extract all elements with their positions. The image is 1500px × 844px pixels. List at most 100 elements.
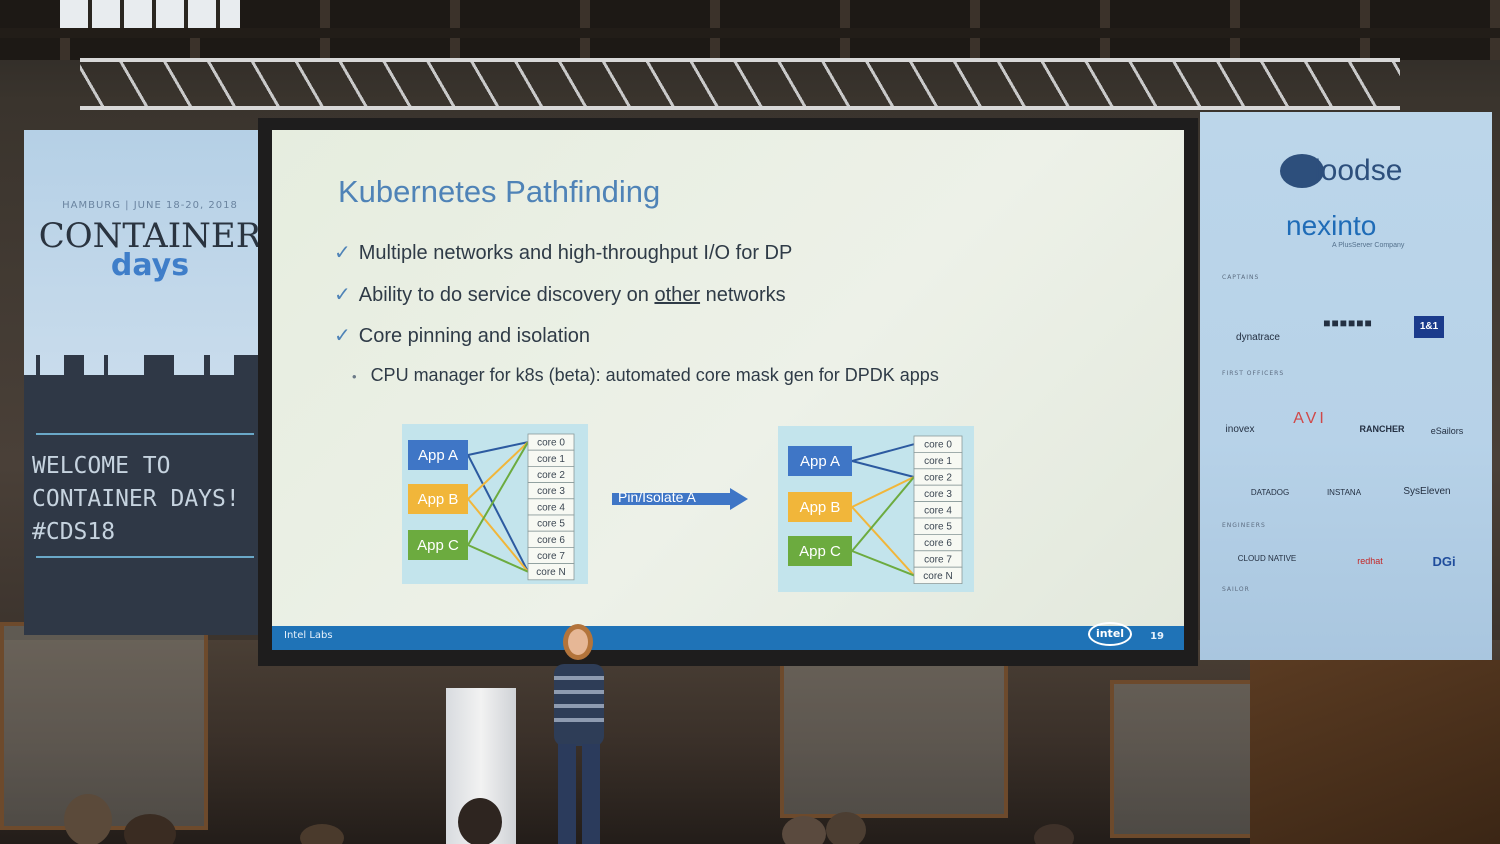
- link-line: [851, 443, 915, 462]
- pin-isolate-arrow: [612, 488, 748, 510]
- core-cell: [913, 566, 963, 584]
- sponsor-esailors: eSailors: [1430, 426, 1464, 436]
- core-label: core 4: [924, 505, 952, 516]
- banner-title-container: CONTAINER: [38, 216, 262, 256]
- bullet-2-text-b: networks: [700, 284, 786, 306]
- app-box: [788, 536, 852, 566]
- speaker-face: [568, 629, 588, 655]
- speaker-leg-left: [558, 744, 576, 844]
- bullet-1: ✓ Multiple networks and high-throughput I…: [334, 240, 792, 265]
- slide-title: Kubernetes Pathfinding: [338, 174, 661, 209]
- loodse-logo: loodse: [1314, 154, 1403, 187]
- check-icon: ✓: [334, 242, 351, 264]
- page-number: 19: [1150, 631, 1164, 642]
- sponsor-row1-2: ■■■■■■: [1323, 316, 1373, 330]
- link-line: [467, 498, 529, 573]
- core-label: core 1: [537, 454, 565, 465]
- core-label: core N: [923, 571, 952, 582]
- bullet-2-text-a: Ability to do service discovery on: [358, 284, 655, 306]
- sub-bullet-1-text: CPU manager for k8s (beta): automated co…: [370, 365, 939, 385]
- welcome-line-3: #CDS18: [32, 519, 116, 545]
- core-label: core 7: [537, 551, 565, 562]
- app-box: [408, 530, 468, 560]
- core-label: core 7: [924, 555, 952, 566]
- arrow-label: Pin/Isolate A: [618, 489, 696, 505]
- core-label: core 4: [537, 502, 565, 513]
- app-box: [408, 484, 468, 514]
- sponsor-rancher: RANCHER: [1359, 424, 1405, 434]
- nexinto-subtitle: A PlusServer Company: [1332, 242, 1405, 249]
- check-icon: ✓: [334, 325, 351, 347]
- slide-footer: Intel Labs 19: [272, 626, 1184, 650]
- app-box: [788, 492, 852, 522]
- core-label: core N: [536, 567, 565, 578]
- core-label: core 6: [924, 538, 952, 549]
- banner-rule-bottom: [36, 556, 254, 558]
- sponsor-inovex: inovex: [1225, 424, 1255, 435]
- link-line: [467, 441, 529, 456]
- bullet-3: ✓ Core pinning and isolation: [334, 323, 590, 348]
- core-label: core 6: [537, 535, 565, 546]
- sponsor-dynatrace: dynatrace: [1236, 332, 1280, 343]
- sponsor-instana: INSTANA: [1326, 488, 1362, 497]
- bullet-1-text: Multiple networks and high-throughput I/…: [358, 242, 793, 264]
- bullet-2: ✓ Ability to do service discovery on othe…: [334, 282, 786, 307]
- banner-date: HAMBURG | JUNE 18-20, 2018: [62, 200, 238, 211]
- core-label: core 3: [537, 486, 565, 497]
- nexinto-logo: nexinto: [1286, 210, 1377, 241]
- core-label: core 5: [924, 522, 952, 533]
- link-line: [851, 460, 915, 478]
- core-label: core 1: [924, 456, 952, 467]
- skylight-window: [60, 0, 240, 30]
- core-label: core 2: [924, 473, 952, 484]
- sponsor-datadog: DATADOG: [1250, 488, 1290, 497]
- label-sailor: SAILOR: [1222, 586, 1250, 593]
- ceiling-beam: [0, 28, 1500, 38]
- link-line: [467, 544, 529, 573]
- banner-dark-section: [24, 375, 276, 635]
- app-label: App A: [800, 453, 840, 470]
- app-label: App B: [800, 499, 841, 516]
- ship-hull: [1250, 660, 1500, 844]
- link-line: [851, 476, 915, 508]
- app-box: [788, 446, 852, 476]
- link-line: [851, 506, 915, 577]
- core-label: core 2: [537, 470, 565, 481]
- core-cell: [527, 563, 575, 581]
- label-first-officers: FIRST OFFICERS: [1222, 370, 1285, 377]
- sponsor-syseleven: SysEleven: [1403, 486, 1451, 497]
- welcome-text: WELCOME TO CONTAINER DAYS! #CDS18: [32, 450, 272, 549]
- core-label: core 3: [924, 489, 952, 500]
- sponsors-banner: loodse nexinto A PlusServer Company CAPT…: [1200, 112, 1492, 660]
- core-label: core 0: [537, 438, 565, 449]
- speaker-leg-right: [582, 744, 600, 844]
- sponsor-redhat: redhat: [1357, 556, 1383, 566]
- core-label: core 5: [537, 519, 565, 530]
- sponsor-avi: AVI: [1293, 410, 1327, 427]
- banner-rule-top: [36, 433, 254, 435]
- link-line: [467, 441, 529, 546]
- footer-label: Intel Labs: [284, 630, 333, 641]
- link-line: [467, 441, 529, 500]
- core-label: core 0: [924, 440, 952, 451]
- sponsor-dgi: DGi: [1432, 554, 1456, 569]
- bullet-2-underlined: other: [654, 284, 701, 306]
- app-label: App B: [418, 491, 459, 508]
- container-days-banner: HAMBURG | JUNE 18-20, 2018 CONTAINER day…: [24, 130, 276, 635]
- check-icon: ✓: [334, 284, 351, 306]
- label-captains: CAPTAINS: [1222, 274, 1260, 281]
- bullet-3-text: Core pinning and isolation: [358, 325, 591, 347]
- bullet-dot-icon: •: [352, 369, 357, 384]
- projected-slide: Kubernetes Pathfinding ✓ Multiple network…: [272, 130, 1184, 650]
- speaker: [554, 624, 604, 844]
- link-line: [467, 454, 529, 573]
- loodse-owl-icon: [1280, 154, 1324, 188]
- sub-bullet-1: • CPU manager for k8s (beta): automated c…: [352, 365, 939, 386]
- app-label: App A: [418, 447, 458, 464]
- intel-logo: intel: [1088, 622, 1132, 646]
- app-box: [408, 440, 468, 470]
- arrow-icon: [612, 488, 748, 510]
- link-line: [851, 550, 915, 577]
